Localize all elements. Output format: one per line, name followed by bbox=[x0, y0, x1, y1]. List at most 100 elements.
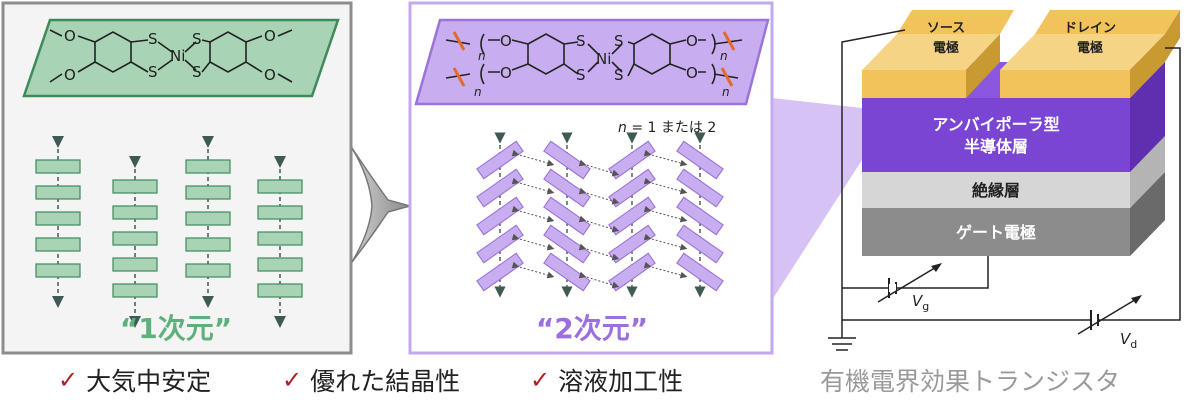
subscript-n: n bbox=[720, 49, 728, 63]
atom-o: O bbox=[64, 66, 76, 84]
ofet-device bbox=[862, 10, 1180, 256]
semiconductor-label-1: アンバイポーラ型 bbox=[932, 115, 1059, 134]
molecule-slab bbox=[112, 205, 158, 220]
molecule-slab bbox=[185, 237, 231, 252]
atom-s: S bbox=[614, 32, 624, 50]
subscript-n: n bbox=[478, 49, 486, 63]
zoom-callout bbox=[772, 98, 862, 300]
source-electrode bbox=[862, 70, 966, 98]
atom-s: S bbox=[576, 66, 586, 84]
insulator-layer bbox=[862, 172, 1130, 208]
interaction-arrow bbox=[578, 159, 620, 177]
interaction-arrow bbox=[578, 215, 620, 233]
atom-s: S bbox=[192, 30, 202, 48]
device-caption: 有機電界効果トランジスタ bbox=[820, 367, 1121, 396]
molecule-slab bbox=[476, 252, 524, 292]
molecule-slab bbox=[257, 257, 303, 272]
vd-label: Vd bbox=[1120, 330, 1137, 351]
molecule-slab bbox=[676, 224, 724, 264]
label-1d: “1次元” bbox=[120, 312, 232, 345]
molecule-slab bbox=[35, 159, 81, 174]
transition-arrow bbox=[351, 147, 413, 263]
atom-o: O bbox=[686, 64, 698, 82]
gate-layer-front bbox=[862, 208, 1130, 256]
molecule-slab bbox=[185, 263, 231, 278]
atom-o: O bbox=[264, 27, 276, 45]
molecule-slab bbox=[112, 283, 158, 298]
molecule-card-2d bbox=[414, 18, 770, 106]
molecule-slab bbox=[185, 159, 231, 174]
molecule-slab bbox=[35, 263, 81, 278]
subscript-n: n bbox=[474, 85, 482, 99]
vg-label: Vg bbox=[912, 292, 929, 313]
interaction-arrow bbox=[578, 243, 620, 261]
feature-item: ✓ 溶液加工性 bbox=[530, 360, 683, 400]
molecule-slab bbox=[185, 185, 231, 200]
vd-arrowhead bbox=[1131, 295, 1142, 304]
stacks-1d bbox=[35, 136, 303, 328]
molecule-slab bbox=[35, 237, 81, 252]
molecule-slab bbox=[676, 168, 724, 208]
vg-arrowhead bbox=[931, 263, 942, 272]
source-label-1: ソース bbox=[927, 21, 965, 36]
check-icon: ✓ bbox=[58, 366, 79, 394]
atom-s: S bbox=[192, 63, 202, 81]
subscript-n: n bbox=[722, 85, 730, 99]
molecule-slab bbox=[676, 196, 724, 236]
atom-ni: Ni bbox=[596, 50, 611, 68]
gate-label: ゲート電極 bbox=[956, 223, 1036, 242]
n-note-rest: = 1 または 2 bbox=[627, 120, 716, 136]
molecule-slab bbox=[112, 231, 158, 246]
atom-o: O bbox=[500, 32, 512, 50]
drain-label-2: 電極 bbox=[1077, 40, 1103, 56]
feature-label: 溶液加工性 bbox=[558, 367, 684, 396]
atom-o: O bbox=[686, 32, 698, 50]
molecule-slab bbox=[476, 224, 524, 264]
atom-s: S bbox=[148, 30, 158, 48]
molecule-slab bbox=[476, 168, 524, 208]
molecule-slab bbox=[676, 252, 724, 292]
atom-o: O bbox=[64, 27, 76, 45]
atom-o: O bbox=[500, 64, 512, 82]
n-note: n = 1 または 2 bbox=[618, 120, 716, 136]
insulator-label: 絶縁層 bbox=[972, 181, 1020, 200]
molecule-slab bbox=[257, 205, 303, 220]
feature-label: 大気中安定 bbox=[86, 367, 212, 396]
feature-label: 優れた結晶性 bbox=[310, 367, 461, 396]
drain-electrode bbox=[1000, 70, 1130, 98]
check-icon: ✓ bbox=[530, 366, 551, 394]
label-2d: “2次元” bbox=[536, 312, 648, 345]
check-icon: ✓ bbox=[282, 366, 303, 394]
molecule-slab bbox=[35, 185, 81, 200]
interaction-arrow bbox=[578, 187, 620, 205]
feature-item: ✓ 優れた結晶性 bbox=[282, 360, 460, 400]
molecule-slab bbox=[112, 179, 158, 194]
molecule-structure-1d bbox=[49, 29, 293, 83]
atom-s: S bbox=[576, 32, 586, 50]
atom-ni: Ni bbox=[170, 47, 185, 65]
interaction-arrow bbox=[578, 271, 620, 289]
molecule-slab bbox=[476, 196, 524, 236]
molecule-slab bbox=[257, 283, 303, 298]
chain-cut-marks bbox=[452, 31, 736, 87]
molecule-slab bbox=[476, 140, 524, 180]
vd-source bbox=[1077, 297, 1139, 335]
molecule-slab bbox=[112, 257, 158, 272]
vg-source bbox=[877, 265, 939, 303]
feature-item: ✓ 大気中安定 bbox=[58, 360, 211, 400]
semiconductor-layer bbox=[862, 98, 1130, 172]
semiconductor-label-2: 半導体層 bbox=[964, 137, 1028, 156]
n-note-var: n bbox=[618, 120, 627, 136]
molecule-slab bbox=[676, 140, 724, 180]
molecule-slab bbox=[35, 211, 81, 226]
molecule-slab bbox=[257, 179, 303, 194]
molecule-card-1d bbox=[22, 18, 340, 98]
molecule-slab bbox=[185, 211, 231, 226]
atom-s: S bbox=[614, 66, 624, 84]
herringbone-2d bbox=[476, 132, 724, 298]
molecule-slab bbox=[257, 231, 303, 246]
atom-s: S bbox=[148, 63, 158, 81]
source-label-2: 電極 bbox=[933, 40, 959, 56]
atom-o: O bbox=[264, 66, 276, 84]
